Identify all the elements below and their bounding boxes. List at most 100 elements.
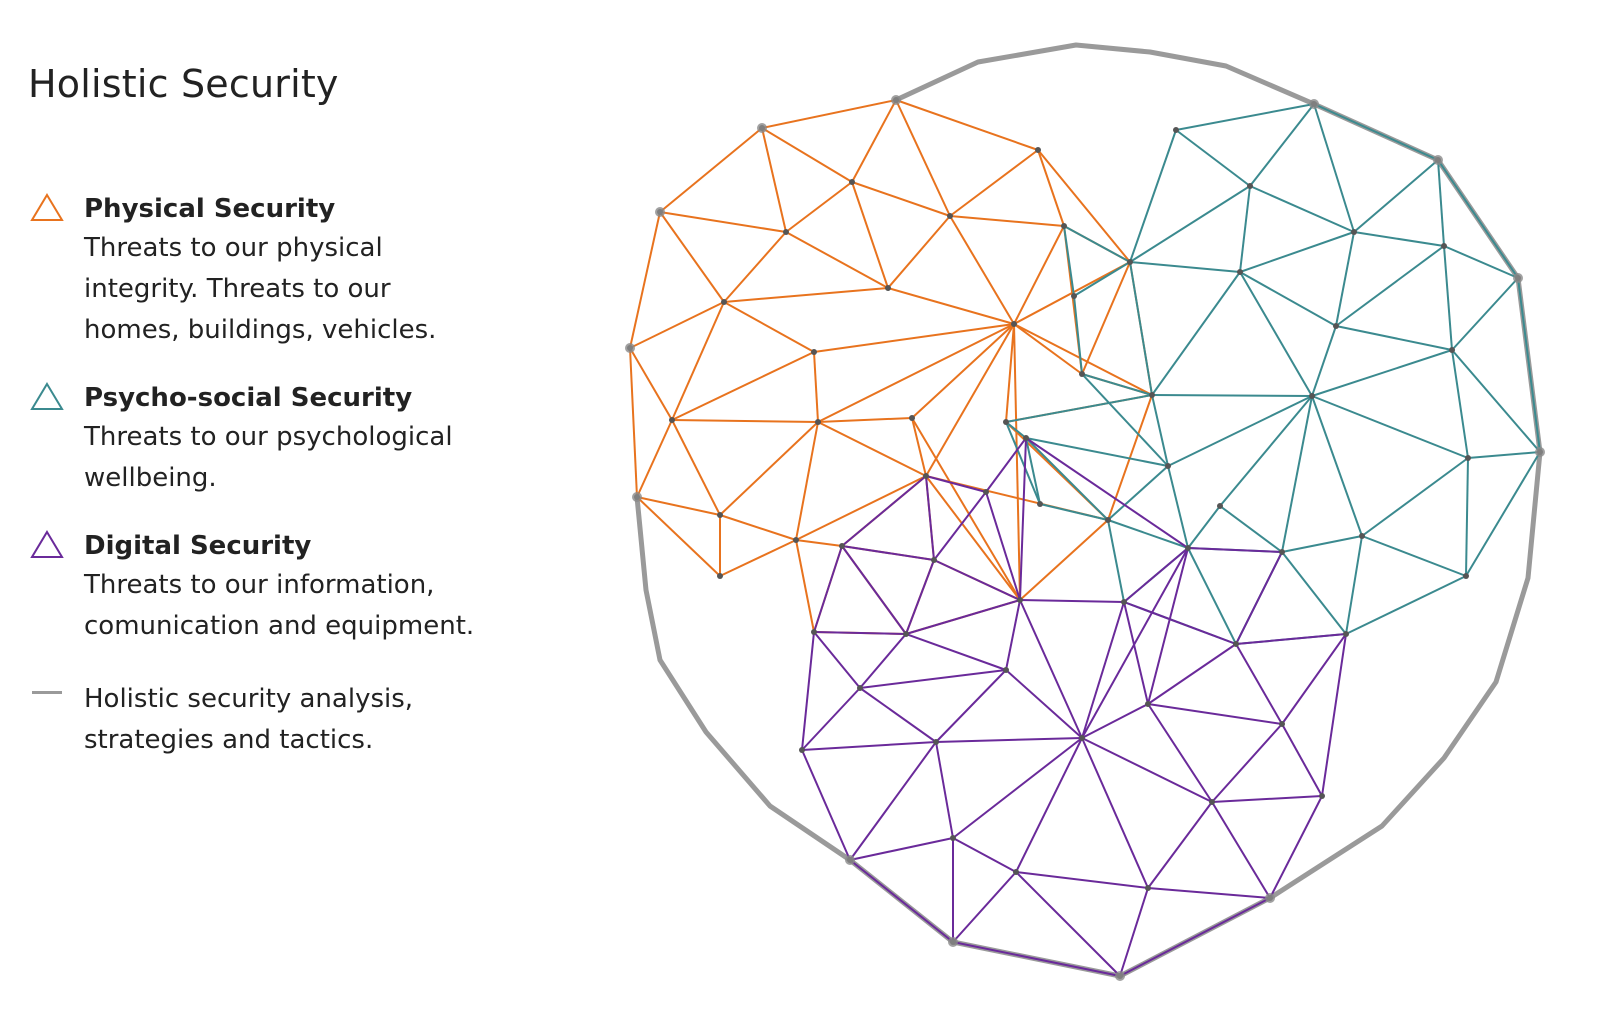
mesh-edge [1081, 547, 1189, 739]
mesh-edge [801, 631, 815, 751]
mesh-edge [1147, 703, 1213, 803]
mesh-edge [1119, 897, 1271, 977]
mesh-edge [1465, 451, 1541, 577]
mesh-node [1145, 885, 1151, 891]
mesh-node [1165, 463, 1171, 469]
mesh-edge [813, 351, 819, 423]
outline-node [1265, 893, 1275, 903]
mesh-edge [859, 633, 907, 689]
mesh-edge [1451, 349, 1469, 459]
mesh-node [947, 213, 953, 219]
mesh-edge [1013, 261, 1131, 325]
mesh-edge [1013, 225, 1065, 325]
mesh-edge [1005, 421, 1041, 505]
mesh-edge [849, 741, 937, 861]
mesh-edge [1063, 225, 1131, 263]
mesh-edge [1063, 225, 1075, 297]
mesh-node [1449, 347, 1455, 353]
mesh-edge [1437, 159, 1519, 279]
outline-node [757, 123, 767, 133]
mesh-edge [719, 421, 819, 516]
mesh-node [717, 512, 723, 518]
mesh-node [1011, 321, 1017, 327]
mesh-node [793, 537, 799, 543]
mesh-edge [1187, 505, 1221, 549]
mesh-edge [1005, 669, 1083, 739]
legend-label: Physical Security [84, 194, 336, 224]
mesh-edge [925, 475, 987, 493]
mesh-node [1279, 721, 1285, 727]
mesh-edge [723, 301, 815, 353]
mesh-edge [1039, 503, 1109, 521]
mesh-edge [719, 514, 797, 541]
legend-label: Digital Security [84, 531, 312, 561]
triangle-outline-icon [30, 382, 64, 410]
mesh-node [1079, 371, 1085, 377]
mesh-edge [849, 837, 954, 861]
mesh-edge [1005, 394, 1153, 423]
mesh-edge [905, 599, 1021, 635]
legend-description: Holistic security analysis, strategies a… [84, 684, 414, 755]
mesh-edge [1239, 271, 1337, 327]
mesh-node [1003, 419, 1009, 425]
mesh-edge [851, 181, 889, 289]
mesh-edge [813, 631, 907, 635]
mesh-edge [1151, 394, 1313, 397]
mesh-edge [949, 149, 1039, 217]
mesh-edge [1361, 535, 1467, 577]
mesh-edge [1361, 457, 1469, 537]
legend-item-holistic: Holistic security analysis, strategies a… [28, 675, 548, 761]
mesh-edge [1451, 349, 1541, 453]
mesh-edge [1345, 575, 1467, 635]
mesh-edge [1345, 535, 1363, 635]
psychosocial-mesh [1005, 103, 1541, 645]
mesh-node [1145, 701, 1151, 707]
mesh-edge [1147, 887, 1271, 899]
mesh-edge [895, 99, 951, 217]
mesh-node [1013, 869, 1019, 875]
mesh-edge [1123, 601, 1237, 645]
mesh-node [1351, 229, 1357, 235]
mesh-edge [1313, 103, 1439, 161]
mesh-edge [1313, 103, 1355, 233]
mesh-edge [1249, 103, 1315, 187]
mesh-edge [636, 419, 673, 498]
mesh-node [815, 419, 821, 425]
mesh-edge [905, 633, 1007, 671]
mesh-edge [1129, 261, 1241, 273]
mesh-edge [1219, 395, 1313, 507]
outline-node [1535, 447, 1545, 457]
mesh-node [849, 179, 855, 185]
mesh-edge [1321, 633, 1347, 797]
mesh-edge [1081, 373, 1153, 396]
mesh-edge [1151, 271, 1241, 396]
mesh-node [1463, 573, 1469, 579]
mesh-edge [671, 419, 819, 423]
outline-node [1433, 155, 1443, 165]
mesh-edge [795, 539, 815, 633]
mesh-nodes [625, 95, 1545, 981]
mesh-edge [1175, 103, 1315, 131]
mesh-edge [1311, 395, 1469, 459]
mesh-edge [813, 545, 843, 633]
mesh-node [1465, 455, 1471, 461]
mesh-edge [817, 417, 913, 423]
legend-label: Psycho-social Security [84, 383, 413, 413]
mesh-edge [1239, 185, 1251, 273]
mesh-edge [851, 181, 951, 217]
outline-node [948, 937, 958, 947]
mesh-edge [841, 545, 907, 635]
mesh-edge [952, 871, 1017, 943]
mesh-edge [1107, 465, 1169, 521]
mesh-edge [985, 437, 1027, 493]
mesh-edge [817, 323, 1015, 423]
mesh-edge [761, 99, 897, 129]
legend-item-physical: Physical Security Threats to our physica… [28, 190, 548, 351]
mesh-edge [1073, 261, 1131, 297]
mesh-edge [1013, 323, 1153, 396]
mesh-edge [723, 231, 787, 303]
mesh-edge [933, 559, 1021, 601]
mesh-node [1185, 545, 1191, 551]
mesh-edge [1025, 437, 1189, 549]
mesh-edge [887, 215, 951, 289]
